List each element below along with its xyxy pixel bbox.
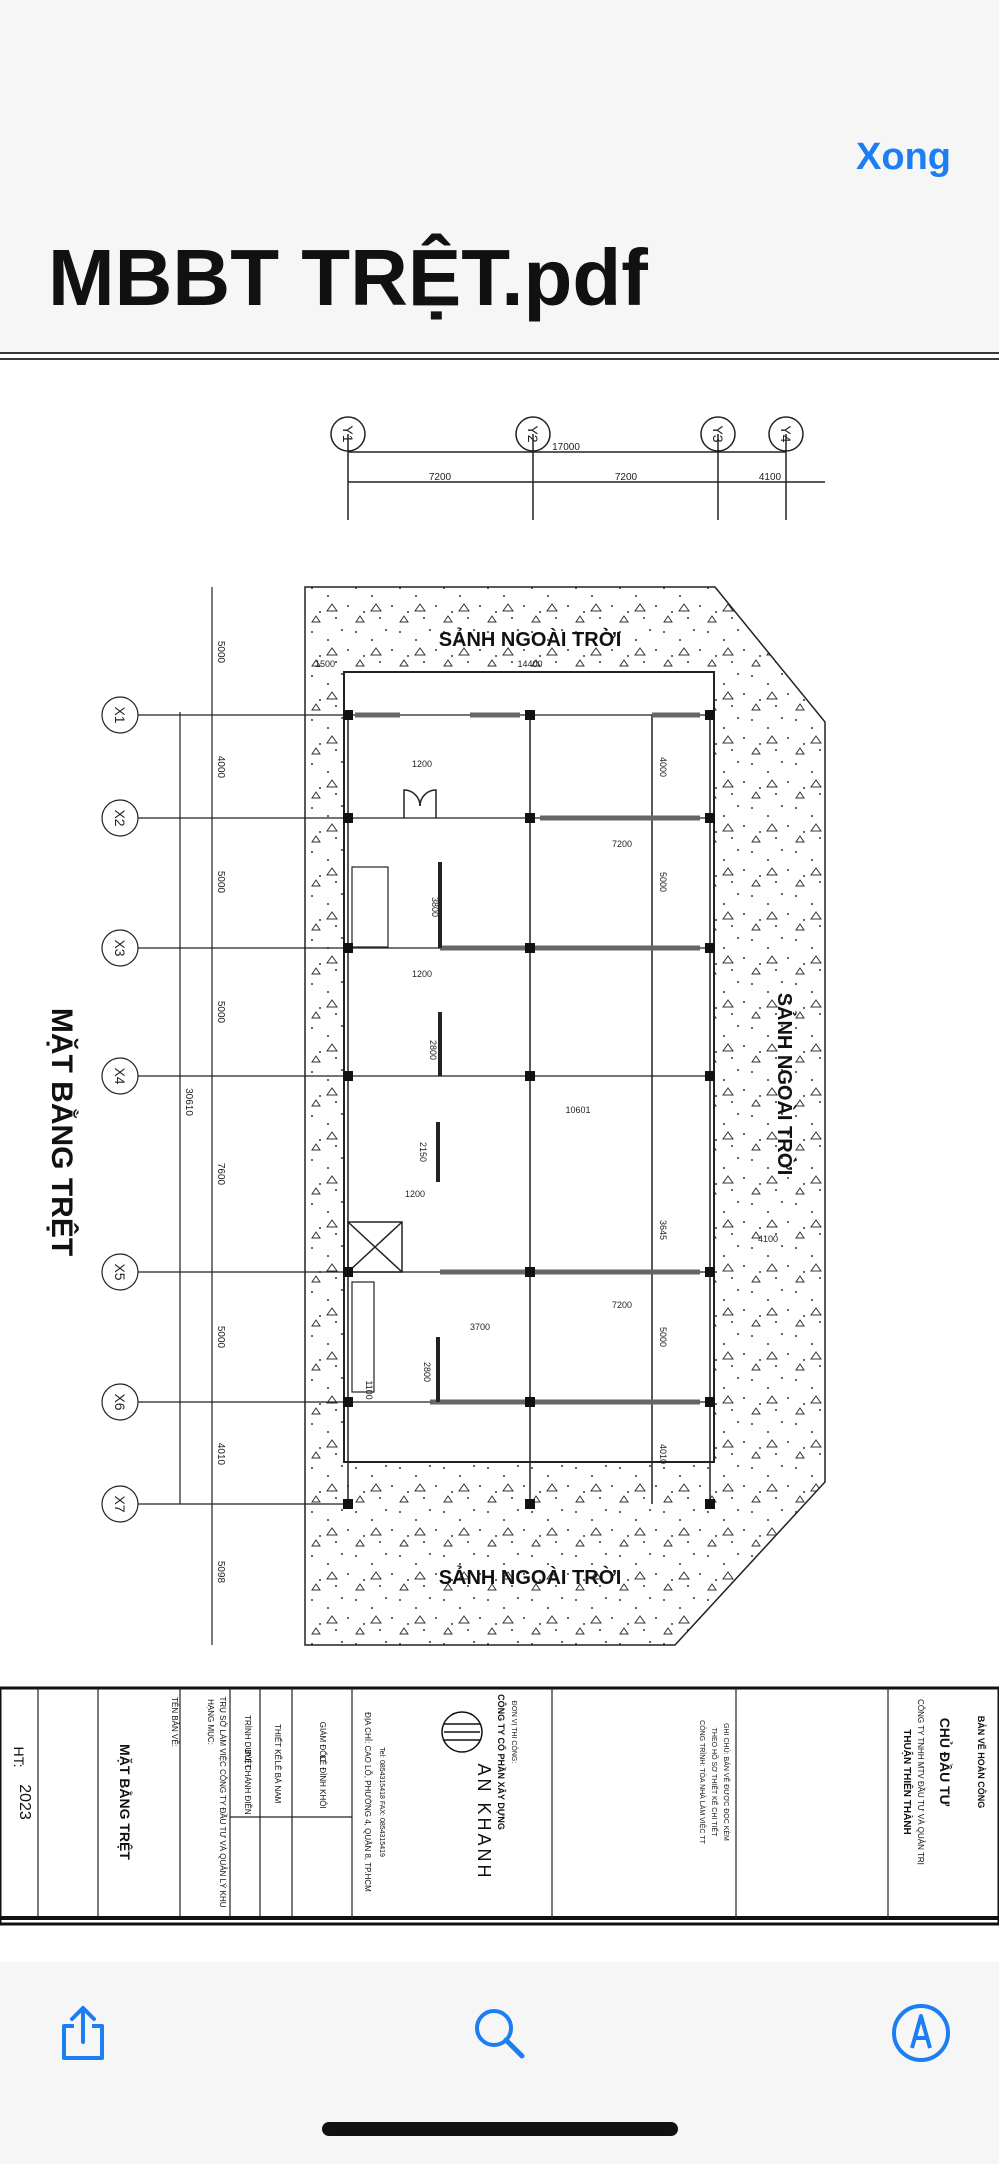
floor-plan-svg: Y1 Y2 Y3 Y4 17000 7200 7200 4100 X1 X2 X… [0, 416, 999, 1926]
grid-label-x1: X1 [112, 706, 128, 723]
grid-label-x3: X3 [112, 939, 128, 956]
grid-bubble-y4 [768, 416, 804, 452]
dim-inner-1: 1500 [315, 659, 335, 669]
note-2: THEO HỒ SƠ THIẾT KẾ CHI TIẾT [710, 1728, 720, 1837]
company-name: CÔNG TY CỔ PHẦN XÂY DỰNG [496, 1694, 507, 1830]
dim-inner-6: 10601 [565, 1105, 590, 1115]
dim-inner-20: 1100 [364, 1380, 374, 1399]
dim-inner-18: 2800 [422, 1362, 432, 1382]
share-icon [62, 2006, 104, 2060]
company-tel: Tel: 0854315418 FAX: 0854315419 [378, 1747, 385, 1857]
dim-left-5: 7600 [215, 1163, 226, 1186]
grid-label-x4: X4 [112, 1067, 128, 1084]
pdf-page-drawing[interactable]: Y1 Y2 Y3 Y4 17000 7200 7200 4100 X1 X2 X… [0, 362, 999, 1962]
label-sheet-name: TÊN BẢN VẼ: [170, 1697, 179, 1747]
label-design: THIẾT KẾ [273, 1724, 283, 1760]
columns [343, 710, 715, 1509]
grid-bubble-y3 [700, 416, 736, 452]
search-icon [475, 2009, 525, 2059]
sheet-name: MẶT BẰNG TRỆT [117, 1744, 134, 1860]
dim-left-3: 5000 [215, 871, 226, 894]
dim-inner-13: 3800 [430, 897, 440, 917]
dim-inner-10: 4100 [758, 1234, 778, 1244]
grid-label-x7: X7 [112, 1495, 128, 1512]
lobby-label-bottom: SẢNH NGOÀI TRỜI [439, 1565, 622, 1589]
dim-inner-2: 14400 [517, 659, 542, 669]
dim-top-1: 7200 [429, 472, 452, 483]
search-button[interactable] [464, 1998, 534, 2068]
dim-inner-8: 3700 [470, 1322, 490, 1332]
home-indicator[interactable] [322, 2122, 678, 2136]
dim-inner-15: 2150 [418, 1142, 428, 1162]
label-category: HẠNG MỤC: [206, 1699, 215, 1745]
grid-label-x5: X5 [112, 1263, 128, 1280]
interior-walls [347, 712, 711, 1504]
grid-label-y3: Y3 [710, 425, 726, 442]
dim-left-4: 5000 [215, 1001, 226, 1024]
note-3: CÔNG TRÌNH: TÒA NHÀ LÀM VIỆC TT [698, 1720, 707, 1844]
share-button[interactable] [48, 1998, 118, 2068]
dim-inner-16: 3645 [658, 1220, 668, 1240]
title-block: HT: 2023 MẶT BẰNG TRỆT TÊN BẢN VẼ: HẠNG … [0, 1686, 999, 1926]
company-logo-text: AN KHANH [474, 1763, 494, 1880]
dim-inner-11: 4000 [658, 757, 668, 777]
grid-bubble-y1 [330, 416, 366, 452]
done-button[interactable]: Xong [856, 136, 951, 178]
grid-label-y4: Y4 [778, 425, 794, 442]
dim-left-1: 5000 [215, 641, 226, 664]
company-unit: ĐƠN VỊ THI CÔNG: [510, 1701, 519, 1764]
plan-title: MẶT BẰNG TRỆT [45, 1008, 79, 1256]
note-1: GHI CHÚ: BẢN VẼ ĐƯỢC ĐỌC KÈM [722, 1723, 731, 1841]
grid-bubble-y2 [515, 416, 551, 452]
grid-y-axes [330, 416, 825, 520]
dim-top-2: 7200 [615, 472, 638, 483]
bottom-toolbar [0, 1962, 999, 2164]
grid-label-x2: X2 [112, 809, 128, 826]
label-director: GIÁM ĐỐC [318, 1722, 328, 1763]
lobby-label-right: SẢNH NGOÀI TRỜI [773, 993, 797, 1176]
markup-button[interactable] [886, 1998, 956, 2068]
dim-inner-12: 5000 [658, 872, 668, 892]
label-approve: TRÌNH DUYỆT [243, 1715, 252, 1769]
markup-icon [892, 2004, 950, 2062]
dim-left-2: 4000 [215, 756, 226, 779]
dim-inner-9: 7200 [612, 1300, 632, 1310]
dim-inner-5: 1200 [412, 969, 432, 979]
dim-top-3: 4100 [759, 472, 782, 483]
person-3: LÊ ĐÌNH KHÔI [318, 1755, 327, 1808]
dim-inner-19: 4010 [658, 1444, 668, 1464]
status-label: BẢN VẼ HOÀN CÔNG [976, 1716, 987, 1809]
dim-left-total: 30610 [183, 1088, 194, 1116]
company-logo [441, 1711, 483, 1753]
dim-left-8: 5098 [215, 1561, 226, 1584]
dim-top-total: 17000 [552, 442, 580, 453]
grid-label-x6: X6 [112, 1393, 128, 1410]
dim-inner-4: 7200 [612, 839, 632, 849]
ht-year: 2023 [16, 1784, 33, 1820]
owner-title: CHỦ ĐẦU TƯ [937, 1718, 954, 1807]
grid-label-y2: Y2 [525, 425, 541, 442]
owner-line-1: CÔNG TY TNHH MTV ĐẦU TƯ VÀ QUẢN TRỊ [916, 1699, 926, 1865]
header-divider [0, 358, 999, 360]
company-address: ĐỊA CHỈ: CAO LỖ, PHƯỜNG 4, QUẬN 8, TP.HC… [363, 1712, 372, 1892]
dim-inner-14: 2800 [428, 1040, 438, 1060]
dim-left-6: 5000 [215, 1326, 226, 1349]
dim-inner-3: 1200 [412, 759, 432, 769]
person-1: BÙI CHÁNH ĐIỀN [243, 1749, 253, 1815]
dim-inner-7: 1200 [405, 1189, 425, 1199]
project-line: TRỤ SỞ LÀM VIỆC CÔNG TY ĐẦU TƯ VÀ QUẢN L… [218, 1696, 228, 1907]
owner-line-2: THUẬN THIÊN THÀNH [901, 1729, 914, 1835]
ht-label: HT: [11, 1747, 27, 1768]
grid-label-y1: Y1 [340, 425, 356, 442]
dim-inner-17: 5000 [658, 1327, 668, 1347]
person-2: LÊ BÁ NAM [273, 1761, 282, 1804]
file-title: MBBT TRỆT.pdf [48, 233, 648, 322]
viewer-header: Xong MBBT TRỆT.pdf [0, 0, 999, 360]
lobby-label-top: SẢNH NGOÀI TRỜI [439, 627, 622, 651]
dim-left-7: 4010 [215, 1443, 226, 1466]
